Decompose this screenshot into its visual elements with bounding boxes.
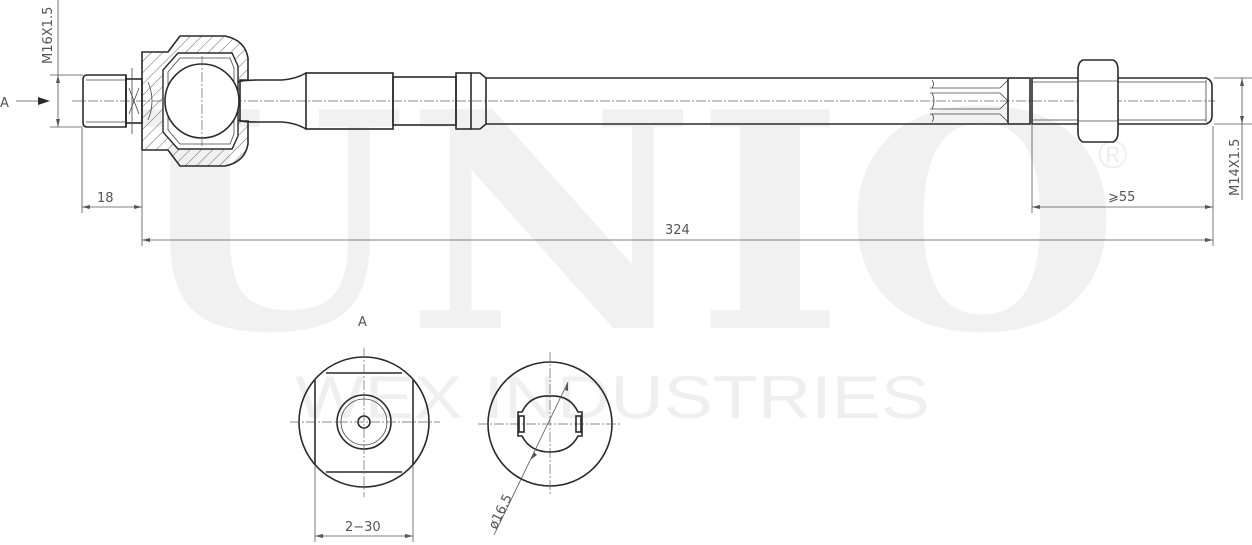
- ball-socket-housing: [141, 35, 249, 167]
- view-arrow-a: A: [0, 96, 50, 111]
- right-thread-label: M14X1.5: [1228, 139, 1243, 196]
- left-threaded-stud: [82, 68, 143, 134]
- tie-rod-shaft: [237, 72, 1031, 130]
- dim-left-length: 18: [81, 128, 143, 246]
- watermark: UNIO ® WEX INDUSTRIES: [130, 46, 1127, 431]
- left-thread-label: M16X1.5: [41, 7, 56, 64]
- lock-nut: [1077, 59, 1119, 143]
- watermark-brand: UNIO: [130, 46, 1120, 399]
- right-threaded-end: [1031, 77, 1213, 125]
- dim-right-length: ⩾55: [1031, 124, 1213, 213]
- right-length-label: ⩾55: [1108, 190, 1135, 205]
- section-view-label: A: [358, 315, 367, 330]
- dim-overall-length: 324: [142, 126, 1214, 246]
- diameter-label: ø16.5: [486, 492, 516, 532]
- dim-right-thread: M14X1.5: [1214, 77, 1252, 200]
- section-view-a: A 2−30: [290, 315, 440, 542]
- across-flats-label: 2−30: [345, 520, 381, 535]
- overall-length-label: 324: [665, 223, 690, 238]
- dim-left-thread: M16X1.5: [41, 0, 83, 128]
- view-arrow-label: A: [0, 96, 9, 111]
- left-length-label: 18: [97, 191, 114, 206]
